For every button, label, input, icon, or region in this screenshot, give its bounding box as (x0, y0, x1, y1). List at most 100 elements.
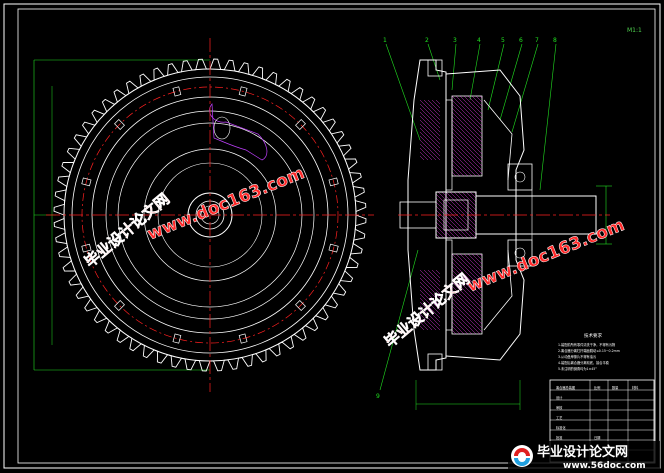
footer-url: www.56doc.com (563, 461, 646, 471)
hatch-line (475, 95, 483, 103)
hatch-line (455, 253, 483, 281)
hatch-line (451, 265, 483, 297)
hatch-line (419, 107, 441, 129)
ring-gear-bottom (427, 353, 443, 371)
hatch-line (451, 281, 483, 313)
hatch-line (451, 159, 469, 177)
hatch-line (419, 139, 441, 161)
hatch-line (451, 115, 483, 147)
hatch-line (451, 119, 483, 151)
notes-title: 技术要求 (584, 332, 602, 339)
release-bearing-top (507, 163, 533, 191)
bolt-hole (114, 119, 125, 130)
hatch-line (435, 269, 441, 275)
hatch-line (419, 99, 441, 121)
balloon: 5 (501, 37, 505, 44)
bearing-ball-bottom (514, 247, 526, 259)
balloon: 9 (376, 393, 380, 400)
hatch-line (451, 147, 481, 177)
detail-hole (213, 116, 231, 140)
footer-banner: 毕业设计论文网 www.56doc.com (508, 441, 660, 471)
hatch-line (437, 191, 477, 231)
hatch-line (435, 229, 445, 239)
hatch-line (451, 155, 473, 177)
hatch-line (451, 139, 483, 171)
hatch-line (435, 209, 465, 239)
balloon: 1 (383, 37, 387, 44)
bolt-hole (238, 86, 248, 97)
balloon: 3 (453, 37, 457, 44)
hatch-line (435, 193, 477, 235)
inner-frame (17, 8, 656, 464)
hatch-line (451, 99, 483, 131)
section-view: 1 2 3 4 5 6 7 8 9 (376, 37, 612, 410)
corner-mark: M1:1 (627, 27, 642, 34)
title-block-cell: 比例 (594, 385, 600, 390)
title-block-cell: 工艺 (556, 415, 562, 420)
hatch-line (451, 123, 483, 155)
bolt-hole (238, 333, 248, 344)
title-block-cell: 批准 (556, 435, 563, 440)
title-block-cell: 材料 (632, 385, 639, 390)
hatch-line (423, 269, 441, 287)
hatch-line (463, 95, 483, 115)
technical-requirements: 技术要求 1.装配前所有零件清洗干净，不得有污物 2.离合器分离杠杆端面跳动≤0… (558, 332, 620, 371)
hatch-line (451, 111, 483, 143)
bolt-hole (295, 119, 306, 130)
bolt-holes (81, 86, 339, 344)
hatch-line (451, 309, 477, 335)
hatch-line (451, 253, 483, 285)
balloon: 4 (477, 37, 481, 44)
hatch-line (451, 285, 483, 317)
hatch-line (451, 103, 483, 135)
detail-outline (209, 103, 268, 161)
hatch-line (419, 147, 433, 161)
bolt-hole (172, 86, 182, 97)
title-block-cell: 设计 (556, 395, 563, 400)
logo-icon (511, 445, 533, 467)
hatch-line (419, 309, 441, 331)
hatch-line (419, 297, 441, 319)
hatch-line (451, 261, 483, 293)
hatch-line (419, 127, 441, 149)
hatch-line (451, 167, 461, 177)
hatch-line (451, 163, 465, 177)
hatch-line (451, 297, 483, 329)
hatch-line (419, 155, 425, 161)
hatch-line (445, 191, 477, 223)
friction-disc-top (445, 99, 453, 191)
title-block-cell: 标准化 (556, 425, 566, 430)
footer-title: 毕业设计论文网 (537, 444, 628, 460)
hatch-line (419, 293, 441, 315)
hatch-line (451, 293, 483, 325)
notes-line: 1.装配前所有零件清洗干净，不得有污物 (558, 342, 616, 347)
hatch-line (435, 201, 473, 239)
hatch-line (457, 191, 477, 211)
title-block-cell: 审核 (556, 405, 563, 410)
title-block-cell: 日期 (594, 435, 600, 440)
hatch-line (419, 119, 441, 141)
hatch-line (451, 151, 477, 177)
hatch-line (451, 277, 483, 309)
notes-line: 3.从动盘摩擦片不得有油污 (558, 354, 597, 359)
hatch-line (451, 107, 483, 139)
hatch-line (451, 329, 457, 335)
hatch-line (451, 127, 483, 159)
hatch-line (451, 301, 483, 333)
hatch-line (427, 99, 441, 113)
hatch-line (419, 313, 437, 331)
hatch-line (419, 321, 429, 331)
hatch-line (451, 273, 483, 305)
hatch-line (419, 281, 441, 303)
hatch-line (469, 191, 477, 199)
hatch-line (435, 233, 441, 239)
notes-line: 2.离合器分离杠杆端面跳动≤0.15~0.2mm (558, 348, 620, 353)
hatch-line (419, 269, 441, 291)
hatch-line (451, 143, 483, 175)
hatch-line (419, 273, 441, 295)
release-bearing-bottom (507, 239, 533, 267)
balloon: 6 (519, 37, 523, 44)
hatch-line (419, 301, 441, 323)
hatch-line (451, 131, 483, 163)
